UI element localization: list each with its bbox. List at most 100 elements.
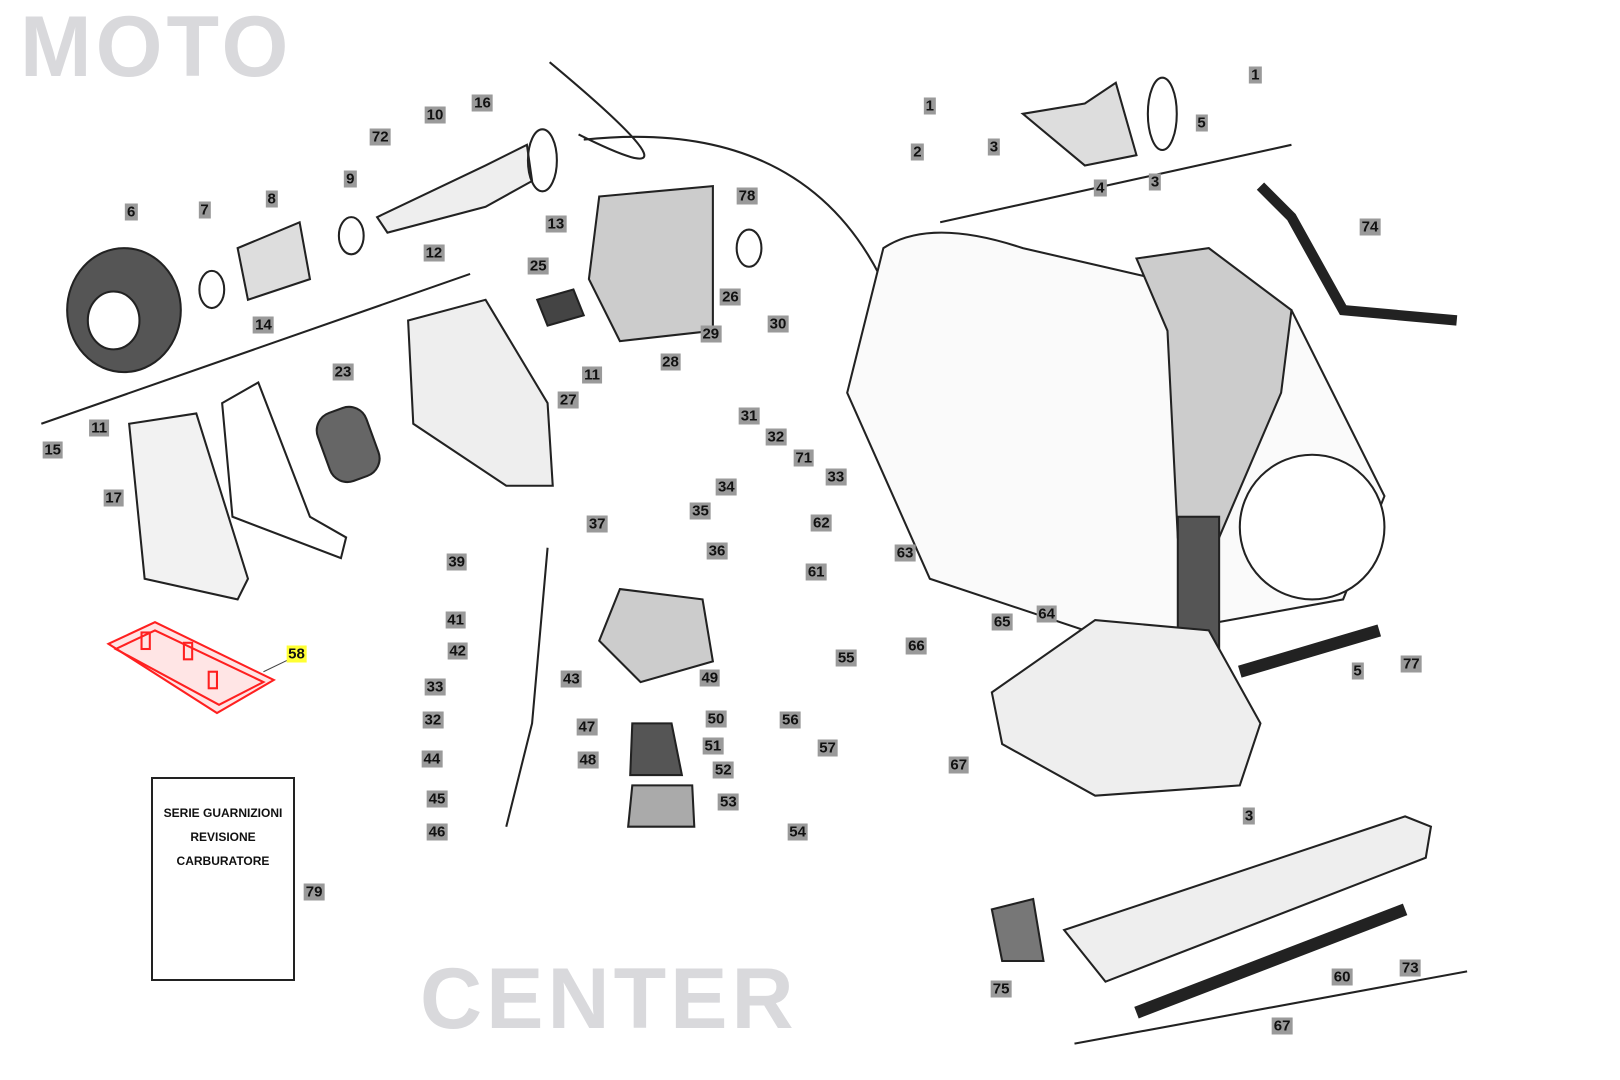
part-label-6[interactable]: 6 [125,203,138,221]
part-label-66[interactable]: 66 [906,637,927,655]
silencer-part [1062,815,1433,983]
part-label-14[interactable]: 14 [253,316,274,334]
part-label-75[interactable]: 75 [990,980,1012,998]
card-title: SERIE GUARNIZIONI [163,806,283,820]
part-label-23[interactable]: 23 [332,363,354,381]
part-label-5[interactable]: 5 [1195,114,1208,132]
part-label-28[interactable]: 28 [660,353,681,371]
part-label-67[interactable]: 67 [948,756,970,774]
part-label-31[interactable]: 31 [738,407,760,425]
gasket-part [221,380,348,560]
part-label-56[interactable]: 56 [780,711,801,729]
leader-line [40,272,471,425]
part-label-8[interactable]: 8 [265,190,278,208]
part-label-74[interactable]: 74 [1359,218,1381,236]
watermark: CENTER [420,951,798,1047]
part-label-12[interactable]: 12 [423,244,445,262]
muffler-part [990,619,1262,797]
watermark: MOTO [20,0,293,95]
cover-plate-part [128,412,250,601]
part-label-37[interactable]: 37 [586,515,608,533]
part-label-45[interactable]: 45 [426,790,448,808]
part-label-54[interactable]: 54 [787,823,808,841]
leader-line [548,61,646,160]
part-label-63[interactable]: 63 [894,544,916,562]
part-label-7[interactable]: 7 [198,201,211,219]
part-label-5[interactable]: 5 [1351,662,1364,680]
part-label-58[interactable]: 58 [286,645,307,663]
part-label-4[interactable]: 4 [1094,179,1107,197]
part-label-47[interactable]: 47 [576,718,598,736]
part-label-72[interactable]: 72 [369,128,391,146]
part-label-48[interactable]: 48 [577,751,599,769]
part-label-26[interactable]: 26 [720,288,741,306]
part-label-3[interactable]: 3 [1242,807,1256,825]
filter-box-part [407,298,554,487]
part-label-16[interactable]: 16 [472,94,493,112]
part-label-1[interactable]: 1 [1249,66,1262,84]
part-label-35[interactable]: 35 [690,502,711,520]
part-label-25[interactable]: 25 [527,257,549,275]
part-label-46[interactable]: 46 [426,823,448,841]
part-label-62[interactable]: 62 [811,514,832,532]
part-label-36[interactable]: 36 [706,542,728,560]
exhaust-bend-part [1256,182,1458,326]
part-label-77[interactable]: 77 [1400,655,1422,673]
part-label-51[interactable]: 51 [702,737,724,755]
part-label-11[interactable]: 11 [89,419,110,437]
part-label-17[interactable]: 17 [103,489,124,507]
gasket-kit-card: SERIE GUARNIZIONI REVISIONE CARBURATORE [151,777,295,981]
exhaust-pipe-part [1134,247,1293,539]
card-subtitle: REVISIONE [190,830,256,844]
leader-line [505,547,549,827]
part-label-3[interactable]: 3 [1148,173,1162,191]
part-label-43[interactable]: 43 [560,670,582,688]
part-label-13[interactable]: 13 [545,215,567,233]
part-label-32[interactable]: 32 [422,711,444,729]
part-label-64[interactable]: 64 [1036,605,1057,623]
part-label-50[interactable]: 50 [705,710,727,728]
part-label-67[interactable]: 67 [1271,1017,1293,1035]
part-label-57[interactable]: 57 [817,739,838,757]
part-label-33[interactable]: 33 [424,678,446,696]
part-label-9[interactable]: 9 [344,170,357,188]
part-label-78[interactable]: 78 [736,187,758,205]
part-label-11[interactable]: 11 [582,366,602,384]
part-label-52[interactable]: 52 [712,761,734,779]
leader-line [1074,970,1468,1045]
part-label-53[interactable]: 53 [718,793,739,811]
part-label-65[interactable]: 65 [991,613,1013,631]
leader-line [939,143,1292,224]
part-label-1[interactable]: 1 [923,97,937,115]
intake-sleeve-part [236,220,312,302]
part-label-2[interactable]: 2 [911,143,924,161]
carburetor-body-part [598,587,715,684]
part-label-79[interactable]: 79 [303,883,325,901]
intake-manifold-part [375,143,534,234]
part-label-3[interactable]: 3 [987,138,1001,156]
part-label-41[interactable]: 41 [445,611,466,629]
exhaust-flange-part [1020,81,1138,167]
part-label-15[interactable]: 15 [42,441,64,459]
part-label-61[interactable]: 61 [805,563,827,581]
part-label-10[interactable]: 10 [424,106,446,124]
part-label-60[interactable]: 60 [1331,968,1353,986]
part-label-29[interactable]: 29 [700,325,722,343]
part-label-42[interactable]: 42 [447,642,469,660]
part-label-30[interactable]: 30 [767,315,789,333]
card-subtitle: CARBURATORE [176,854,270,868]
part-label-49[interactable]: 49 [699,669,721,687]
part-label-55[interactable]: 55 [835,649,857,667]
part-label-34[interactable]: 34 [715,478,737,496]
filter-element-part [315,405,381,484]
highlighted-part-58 [106,620,290,715]
part-label-44[interactable]: 44 [421,750,443,768]
part-label-27[interactable]: 27 [557,391,579,409]
part-label-71[interactable]: 71 [793,449,815,467]
part-label-33[interactable]: 33 [825,468,847,486]
part-label-39[interactable]: 39 [446,553,467,571]
part-label-73[interactable]: 73 [1399,959,1421,977]
part-label-32[interactable]: 32 [765,428,787,446]
